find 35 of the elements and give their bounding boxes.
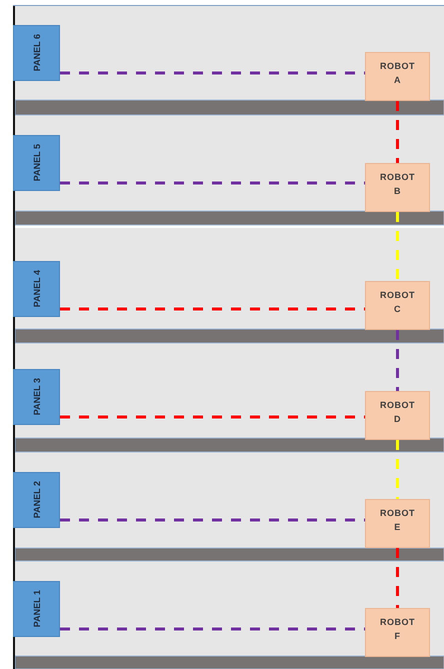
robot-label: ROBOT D <box>379 399 416 426</box>
dashed-cable-line <box>396 548 399 608</box>
panel-label: PANEL 2 <box>32 481 42 519</box>
robot-box <box>365 391 430 440</box>
robot-label: ROBOT C <box>379 289 416 316</box>
dashed-cable-line <box>396 330 399 391</box>
dashed-cable-line <box>60 72 365 74</box>
robot-box <box>365 52 430 101</box>
control-panel <box>13 369 60 425</box>
dashed-cable-line <box>60 308 365 310</box>
panel-label: PANEL 5 <box>32 144 42 182</box>
robot-label: ROBOT E <box>379 507 416 534</box>
control-panel <box>13 581 60 637</box>
robot-label: ROBOT B <box>379 171 416 198</box>
dashed-cable-line <box>60 182 365 184</box>
panel-label: PANEL 4 <box>32 270 42 308</box>
panel-label: PANEL 1 <box>32 590 42 628</box>
robot-label: ROBOT F <box>379 616 416 643</box>
robot-box <box>365 608 430 657</box>
dashed-cable-line <box>396 101 399 163</box>
panel-label: PANEL 3 <box>32 378 42 416</box>
robot-box <box>365 281 430 330</box>
robot-box <box>365 163 430 212</box>
dashed-cable-line <box>396 440 399 499</box>
control-panel <box>13 472 60 528</box>
control-panel <box>13 25 60 81</box>
dashed-cable-line <box>60 416 365 418</box>
robot-box <box>365 499 430 548</box>
control-panel <box>13 135 60 191</box>
dashed-cable-line <box>60 518 365 522</box>
control-panel <box>13 261 60 317</box>
robot-label: ROBOT A <box>379 60 416 87</box>
dashed-cable-line <box>396 212 399 281</box>
dashed-cable-line <box>60 628 365 630</box>
panel-label: PANEL 6 <box>32 34 42 72</box>
